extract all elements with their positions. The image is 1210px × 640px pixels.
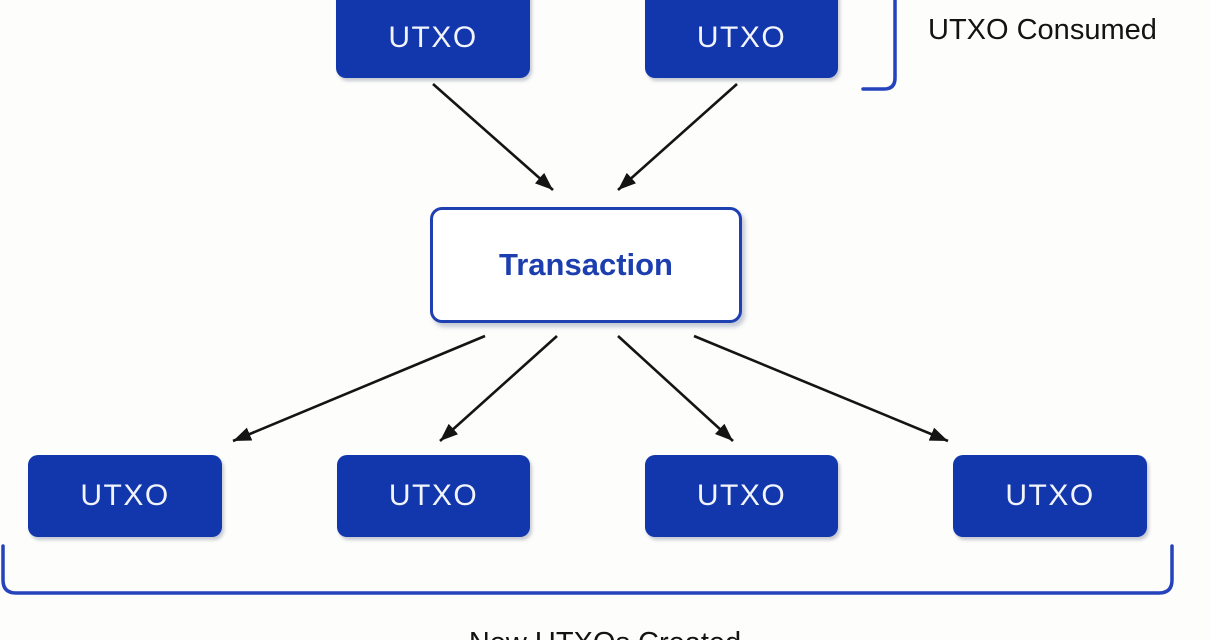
arrow-transaction-to-output3 [617, 335, 734, 442]
arrow-input2-to-transaction [617, 83, 738, 191]
arrow-transaction-to-output4 [693, 334, 949, 443]
output-utxo-label-1: UTXO [80, 479, 170, 512]
transaction-node: Transaction [430, 207, 742, 323]
output-utxo-node-3: UTXO [645, 455, 838, 537]
arrow-transaction-to-output1 [232, 334, 486, 443]
output-utxo-node-2: UTXO [337, 455, 530, 537]
created-bracket [1, 544, 1174, 595]
consumed-bracket [861, 0, 897, 91]
input-utxo-label-1: UTXO [388, 21, 478, 54]
output-utxo-node-4: UTXO [953, 455, 1147, 537]
new-utxos-created-label: New UTXOs Created [0, 626, 1210, 640]
output-utxo-label-3: UTXO [696, 479, 787, 512]
input-utxo-node-2: UTXO [645, 0, 838, 78]
arrow-transaction-to-output2 [439, 335, 558, 442]
input-utxo-node-1: UTXO [336, 0, 530, 78]
transaction-label: Transaction [499, 247, 673, 282]
output-utxo-label-4: UTXO [1005, 479, 1095, 512]
utxo-consumed-label: UTXO Consumed [928, 14, 1157, 46]
output-utxo-label-2: UTXO [388, 479, 479, 512]
input-utxo-label-2: UTXO [696, 21, 787, 54]
output-utxo-node-1: UTXO [28, 455, 222, 537]
arrow-input1-to-transaction [432, 83, 554, 191]
